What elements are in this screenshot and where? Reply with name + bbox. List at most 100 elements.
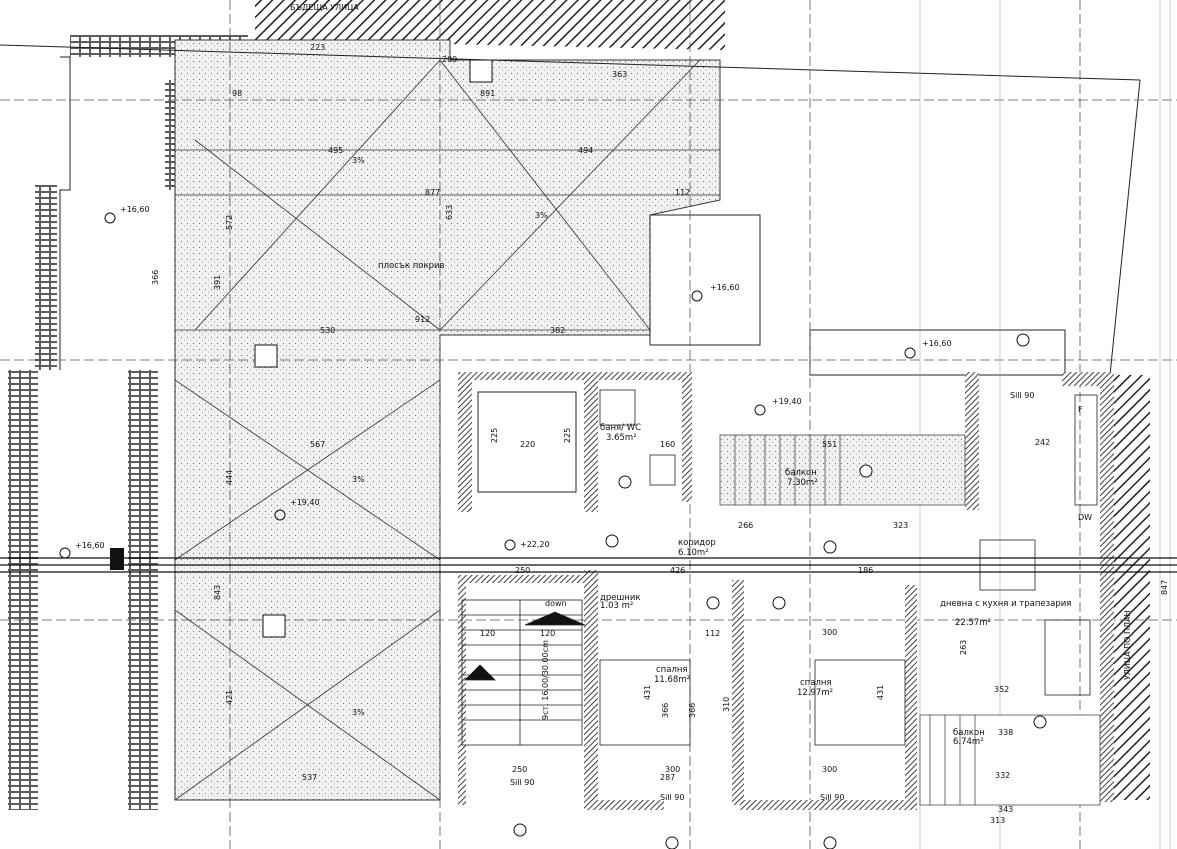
dim-label: 343 xyxy=(998,805,1013,814)
room-balcony-north-name: балкон xyxy=(785,468,817,478)
room-closet-area: 1.03 m² xyxy=(600,601,633,611)
door-mark-icon xyxy=(605,534,619,548)
room-bedroom1-area: 11.68m² xyxy=(654,675,690,685)
dim-label: 431 xyxy=(643,685,652,700)
dim-label: 242 xyxy=(1035,438,1050,447)
wall-left xyxy=(128,370,158,810)
dim-label: 186 xyxy=(858,566,873,575)
vent-icon xyxy=(262,614,286,638)
dim-label: 633 xyxy=(445,205,454,220)
dim-label: 220 xyxy=(520,440,535,449)
room-living-name: дневна с кухня и трапезария xyxy=(940,599,1071,609)
street-band: БЪДЕЩА УЛИЦА xyxy=(255,0,725,50)
dim-label: 421 xyxy=(225,690,234,705)
room-balcony-south-area: 6.74m² xyxy=(953,737,984,747)
stair-note: 9ст. 16.00/30.00cm xyxy=(541,640,550,720)
stair-down-label: down xyxy=(545,599,567,608)
dim-label: 300 xyxy=(822,765,837,774)
street-side-band: УЛИЦА ПО ПЛАН xyxy=(1108,375,1150,800)
roof-label: плосък покрив xyxy=(378,261,445,271)
level-balcony: +19,40 xyxy=(772,397,802,406)
dim-label: 313 xyxy=(990,816,1005,825)
dim-label: 363 xyxy=(612,70,627,79)
dim-label: 250 xyxy=(515,566,530,575)
dim-label: 366 xyxy=(661,703,670,718)
window-mark-icon xyxy=(859,464,873,478)
dim-label: 120 xyxy=(540,629,555,638)
level-left: +16,60 xyxy=(75,541,105,550)
dim-label: 426 xyxy=(670,566,685,575)
dim-label: 495 xyxy=(328,146,343,155)
balcony-north xyxy=(719,434,966,506)
dim-label: 120 xyxy=(480,629,495,638)
door-marks xyxy=(605,475,837,610)
dim-label: 300 xyxy=(822,628,837,637)
sill-label: Sill 90 xyxy=(660,793,684,802)
room-bedroom2-name: спалня xyxy=(800,678,832,688)
dim-label: 160 xyxy=(660,440,675,449)
section-lines xyxy=(0,557,1177,573)
level-roof-far: +16,60 xyxy=(922,339,952,348)
room-balcony-south-name: балкон xyxy=(953,728,985,738)
room-corridor-area: 6.10m² xyxy=(678,548,709,558)
dim-label: 912 xyxy=(415,315,430,324)
window-mark-icon xyxy=(513,823,527,837)
room-bath-name: баня/ WC xyxy=(600,423,641,433)
dim-label: 223 xyxy=(310,43,325,52)
dim-label: 877 xyxy=(425,188,440,197)
dim-label: 431 xyxy=(876,685,885,700)
fridge-label: F xyxy=(1078,405,1083,414)
dim-label: 537 xyxy=(302,773,317,782)
walls xyxy=(458,372,1114,810)
dim-label: 891 xyxy=(480,89,495,98)
door-mark-icon xyxy=(618,475,632,489)
stair xyxy=(461,599,586,746)
level-roof-right: +16,60 xyxy=(710,283,740,292)
level-markers xyxy=(59,212,916,559)
dim-label: 209 xyxy=(442,55,457,64)
door-mark-icon xyxy=(706,596,720,610)
elevator-shaft xyxy=(477,391,577,493)
window-mark-icon xyxy=(1033,715,1047,729)
dim-label: 338 xyxy=(998,728,1013,737)
vent-icons xyxy=(110,59,493,638)
flat-roof xyxy=(174,39,721,801)
vent-icon xyxy=(254,344,278,368)
sill-label: Sill 90 xyxy=(510,778,534,787)
dim-label: 225 xyxy=(490,428,499,443)
room-corridor-name: коридор xyxy=(678,538,716,548)
balcony-south xyxy=(919,714,1101,806)
room-balcony-north-area: 7.30m² xyxy=(787,478,818,488)
dim-label: 572 xyxy=(225,215,234,230)
roof-slope-lines xyxy=(174,59,720,801)
dim-label: 366 xyxy=(688,703,697,718)
dimensions: 223 209 363 891 98 495 494 877 112 912 5… xyxy=(151,43,1169,825)
street-side-label: УЛИЦА ПО ПЛАН xyxy=(1123,611,1132,680)
window-marks xyxy=(513,333,1047,849)
dim-label: 847 xyxy=(1160,580,1169,595)
dim-label: 391 xyxy=(213,275,222,290)
dim-label: 263 xyxy=(959,640,968,655)
room-bath-area: 3.65m² xyxy=(606,433,637,443)
sill-label: Sill 90 xyxy=(820,793,844,802)
dim-label: 494 xyxy=(578,146,593,155)
dim-label: 287 xyxy=(660,773,675,782)
dim-label: 332 xyxy=(995,771,1010,780)
vent-icon xyxy=(469,59,493,83)
door-mark-icon xyxy=(772,596,786,610)
dim-label: 266 xyxy=(738,521,753,530)
room-living-area: 22.57m² xyxy=(955,618,991,628)
level-stair: +22,20 xyxy=(520,540,550,549)
furniture xyxy=(599,389,1098,746)
dim-label: 530 xyxy=(320,326,335,335)
level-roof-left: +16,60 xyxy=(120,205,150,214)
dim-label: 112 xyxy=(705,629,720,638)
door-mark-icon xyxy=(823,540,837,554)
dim-label: 323 xyxy=(893,521,908,530)
dim-label: 352 xyxy=(994,685,1009,694)
outline-lines xyxy=(0,44,1141,376)
street-label: БЪДЕЩА УЛИЦА xyxy=(290,3,359,12)
dim-label: 98 xyxy=(232,89,242,98)
